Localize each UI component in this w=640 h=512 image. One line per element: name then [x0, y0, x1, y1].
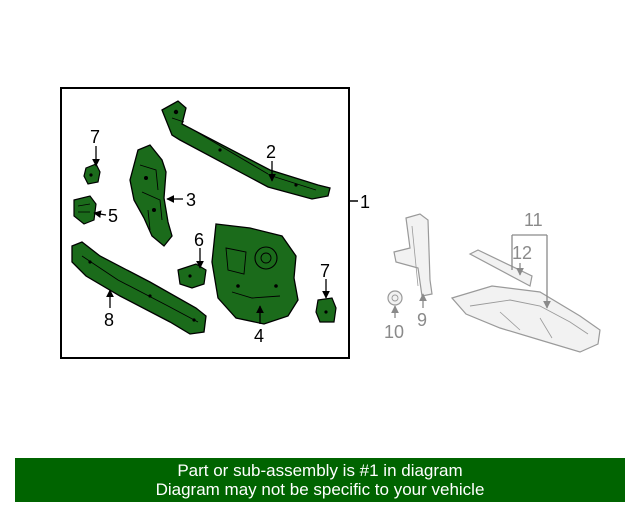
callout-8: 8 [104, 310, 114, 330]
callout-11: 11 [524, 210, 543, 230]
part-right-side-panel[interactable] [211, 223, 299, 325]
part-bracket-6[interactable] [177, 263, 207, 289]
callout-9: 9 [417, 310, 427, 330]
part-clip-ghost[interactable] [387, 290, 403, 306]
callout-1: 1 [360, 192, 370, 212]
part-strip-ghost[interactable] [468, 249, 533, 287]
banner-line-1: Part or sub-assembly is #1 in diagram [177, 461, 463, 480]
part-under-cover-ghost[interactable] [450, 285, 601, 353]
leader-lines [92, 146, 330, 324]
banner-line-2: Diagram may not be specific to your vehi… [155, 480, 485, 499]
part-bracket-5[interactable] [73, 195, 97, 225]
callout-2: 2 [266, 142, 276, 162]
leader-lines-ghost [391, 234, 551, 318]
part-small-bracket-lower[interactable] [315, 297, 337, 323]
callout-7-upper: 7 [90, 127, 100, 147]
callout-6: 6 [194, 230, 204, 250]
part-upper-support[interactable] [161, 100, 331, 200]
callout-4: 4 [254, 326, 264, 346]
callout-12: 12 [512, 243, 532, 263]
callout-5: 5 [108, 206, 118, 226]
callout-7-lower: 7 [320, 261, 330, 281]
disclaimer-banner: Part or sub-assembly is #1 in diagram Di… [15, 458, 625, 502]
part-small-bracket-upper[interactable] [83, 163, 101, 185]
part-side-seal-ghost[interactable] [393, 213, 433, 297]
part-lower-support[interactable] [71, 241, 207, 335]
part-left-side-panel[interactable] [129, 144, 173, 247]
callout-3: 3 [186, 190, 196, 210]
callout-10: 10 [384, 322, 404, 342]
assembly-frame [60, 87, 350, 359]
